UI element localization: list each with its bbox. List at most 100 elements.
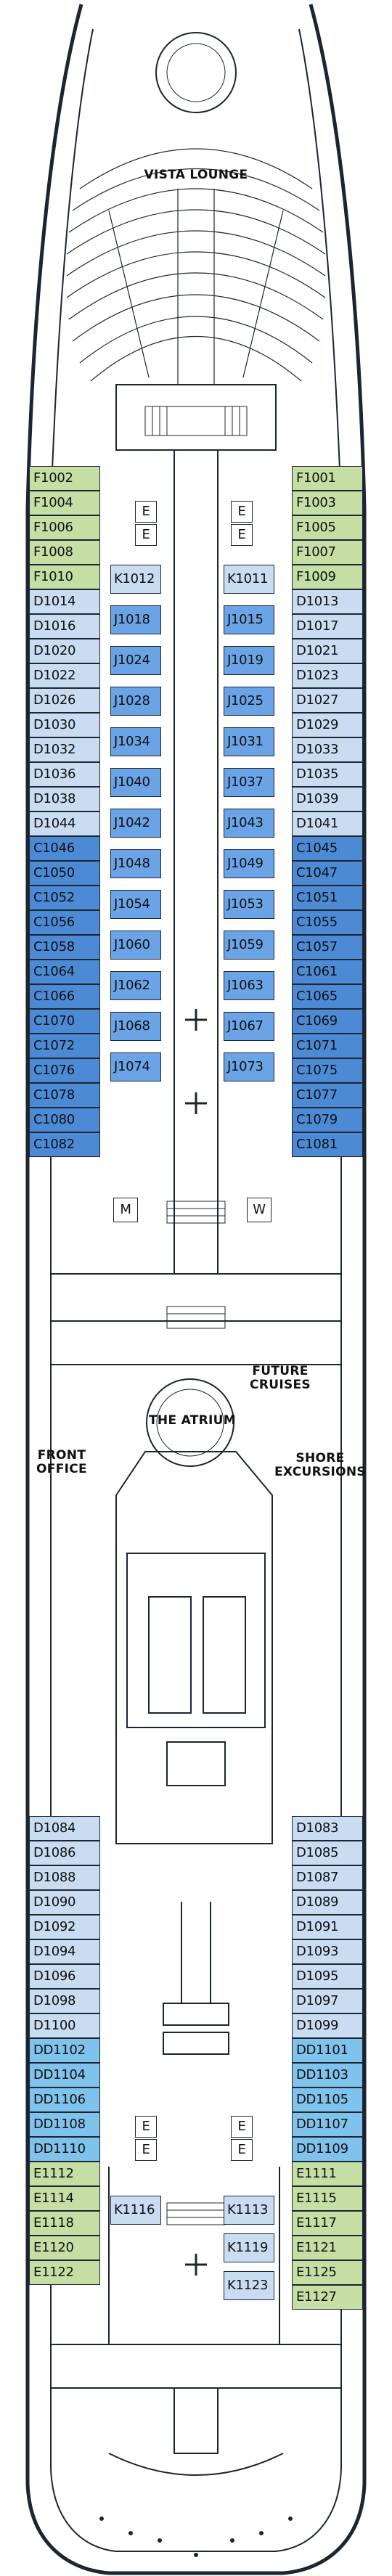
- cabin-f1002[interactable]: F1002: [29, 466, 100, 491]
- cabin-j1043[interactable]: J1043: [224, 809, 274, 838]
- cabin-j1062[interactable]: J1062: [110, 971, 161, 1000]
- cabin-d1030[interactable]: D1030: [29, 713, 100, 737]
- cabin-dd1108[interactable]: DD1108: [29, 2112, 100, 2137]
- cabin-d1098[interactable]: D1098: [29, 1989, 100, 2013]
- cabin-j1054[interactable]: J1054: [110, 890, 161, 919]
- cabin-j1037[interactable]: J1037: [224, 768, 274, 797]
- cabin-d1089[interactable]: D1089: [292, 1890, 363, 1915]
- cabin-d1026[interactable]: D1026: [29, 688, 100, 713]
- cabin-e1117[interactable]: E1117: [292, 2211, 363, 2236]
- cabin-c1076[interactable]: C1076: [29, 1058, 100, 1083]
- cabin-k1119[interactable]: K1119: [224, 2233, 274, 2262]
- cabin-e1114[interactable]: E1114: [29, 2186, 100, 2211]
- cabin-j1048[interactable]: J1048: [110, 849, 161, 878]
- cabin-c1071[interactable]: C1071: [292, 1034, 363, 1058]
- cabin-f1003[interactable]: F1003: [292, 491, 363, 515]
- cabin-e1112[interactable]: E1112: [29, 2162, 100, 2186]
- cabin-j1040[interactable]: J1040: [110, 768, 161, 797]
- cabin-dd1106[interactable]: DD1106: [29, 2088, 100, 2112]
- cabin-j1053[interactable]: J1053: [224, 890, 274, 919]
- cabin-c1056[interactable]: C1056: [29, 910, 100, 935]
- cabin-c1045[interactable]: C1045: [292, 836, 363, 861]
- cabin-d1092[interactable]: D1092: [29, 1915, 100, 1939]
- cabin-d1088[interactable]: D1088: [29, 1865, 100, 1890]
- cabin-dd1104[interactable]: DD1104: [29, 2063, 100, 2088]
- cabin-f1009[interactable]: F1009: [292, 565, 363, 589]
- cabin-j1034[interactable]: J1034: [110, 727, 161, 756]
- cabin-d1023[interactable]: D1023: [292, 663, 363, 688]
- cabin-d1095[interactable]: D1095: [292, 1964, 363, 1989]
- cabin-d1093[interactable]: D1093: [292, 1939, 363, 1964]
- cabin-dd1105[interactable]: DD1105: [292, 2088, 363, 2112]
- cabin-k1116[interactable]: K1116: [110, 2196, 161, 2225]
- cabin-d1044[interactable]: D1044: [29, 811, 100, 836]
- cabin-c1057[interactable]: C1057: [292, 935, 363, 960]
- cabin-dd1110[interactable]: DD1110: [29, 2137, 100, 2162]
- cabin-f1005[interactable]: F1005: [292, 515, 363, 540]
- cabin-j1068[interactable]: J1068: [110, 1012, 161, 1041]
- cabin-c1046[interactable]: C1046: [29, 836, 100, 861]
- cabin-j1063[interactable]: J1063: [224, 971, 274, 1000]
- cabin-d1084[interactable]: D1084: [29, 1816, 100, 1841]
- cabin-f1010[interactable]: F1010: [29, 565, 100, 589]
- cabin-c1082[interactable]: C1082: [29, 1132, 100, 1157]
- cabin-d1036[interactable]: D1036: [29, 762, 100, 787]
- cabin-j1028[interactable]: J1028: [110, 687, 161, 716]
- cabin-d1020[interactable]: D1020: [29, 639, 100, 663]
- cabin-j1059[interactable]: J1059: [224, 931, 274, 960]
- cabin-j1042[interactable]: J1042: [110, 809, 161, 838]
- cabin-d1094[interactable]: D1094: [29, 1939, 100, 1964]
- cabin-c1064[interactable]: C1064: [29, 960, 100, 984]
- cabin-d1087[interactable]: D1087: [292, 1865, 363, 1890]
- cabin-c1072[interactable]: C1072: [29, 1034, 100, 1058]
- cabin-e1118[interactable]: E1118: [29, 2211, 100, 2236]
- cabin-c1079[interactable]: C1079: [292, 1108, 363, 1132]
- cabin-j1031[interactable]: J1031: [224, 727, 274, 756]
- cabin-c1081[interactable]: C1081: [292, 1132, 363, 1157]
- cabin-f1007[interactable]: F1007: [292, 540, 363, 565]
- cabin-e1121[interactable]: E1121: [292, 2236, 363, 2260]
- cabin-e1111[interactable]: E1111: [292, 2162, 363, 2186]
- cabin-d1033[interactable]: D1033: [292, 737, 363, 762]
- cabin-c1058[interactable]: C1058: [29, 935, 100, 960]
- cabin-j1073[interactable]: J1073: [224, 1052, 274, 1081]
- cabin-c1055[interactable]: C1055: [292, 910, 363, 935]
- cabin-j1019[interactable]: J1019: [224, 646, 274, 675]
- cabin-j1018[interactable]: J1018: [110, 605, 161, 634]
- cabin-d1017[interactable]: D1017: [292, 614, 363, 639]
- cabin-f1004[interactable]: F1004: [29, 491, 100, 515]
- cabin-d1029[interactable]: D1029: [292, 713, 363, 737]
- cabin-dd1107[interactable]: DD1107: [292, 2112, 363, 2137]
- cabin-k1123[interactable]: K1123: [224, 2271, 274, 2300]
- cabin-dd1101[interactable]: DD1101: [292, 2038, 363, 2063]
- cabin-d1035[interactable]: D1035: [292, 762, 363, 787]
- cabin-d1038[interactable]: D1038: [29, 787, 100, 811]
- cabin-c1052[interactable]: C1052: [29, 886, 100, 910]
- cabin-d1091[interactable]: D1091: [292, 1915, 363, 1939]
- cabin-e1125[interactable]: E1125: [292, 2260, 363, 2285]
- cabin-c1077[interactable]: C1077: [292, 1083, 363, 1108]
- cabin-d1014[interactable]: D1014: [29, 589, 100, 614]
- cabin-e1122[interactable]: E1122: [29, 2260, 100, 2285]
- cabin-e1127[interactable]: E1127: [292, 2285, 363, 2310]
- cabin-d1032[interactable]: D1032: [29, 737, 100, 762]
- cabin-c1075[interactable]: C1075: [292, 1058, 363, 1083]
- cabin-d1022[interactable]: D1022: [29, 663, 100, 688]
- cabin-f1006[interactable]: F1006: [29, 515, 100, 540]
- cabin-dd1103[interactable]: DD1103: [292, 2063, 363, 2088]
- cabin-c1070[interactable]: C1070: [29, 1009, 100, 1034]
- cabin-f1001[interactable]: F1001: [292, 466, 363, 491]
- cabin-d1085[interactable]: D1085: [292, 1841, 363, 1865]
- cabin-c1066[interactable]: C1066: [29, 984, 100, 1009]
- cabin-j1049[interactable]: J1049: [224, 849, 274, 878]
- cabin-c1065[interactable]: C1065: [292, 984, 363, 1009]
- cabin-d1041[interactable]: D1041: [292, 811, 363, 836]
- cabin-d1100[interactable]: D1100: [29, 2013, 100, 2038]
- cabin-e1120[interactable]: E1120: [29, 2236, 100, 2260]
- cabin-d1027[interactable]: D1027: [292, 688, 363, 713]
- cabin-d1039[interactable]: D1039: [292, 787, 363, 811]
- cabin-dd1109[interactable]: DD1109: [292, 2137, 363, 2162]
- cabin-c1080[interactable]: C1080: [29, 1108, 100, 1132]
- cabin-d1099[interactable]: D1099: [292, 2013, 363, 2038]
- cabin-d1021[interactable]: D1021: [292, 639, 363, 663]
